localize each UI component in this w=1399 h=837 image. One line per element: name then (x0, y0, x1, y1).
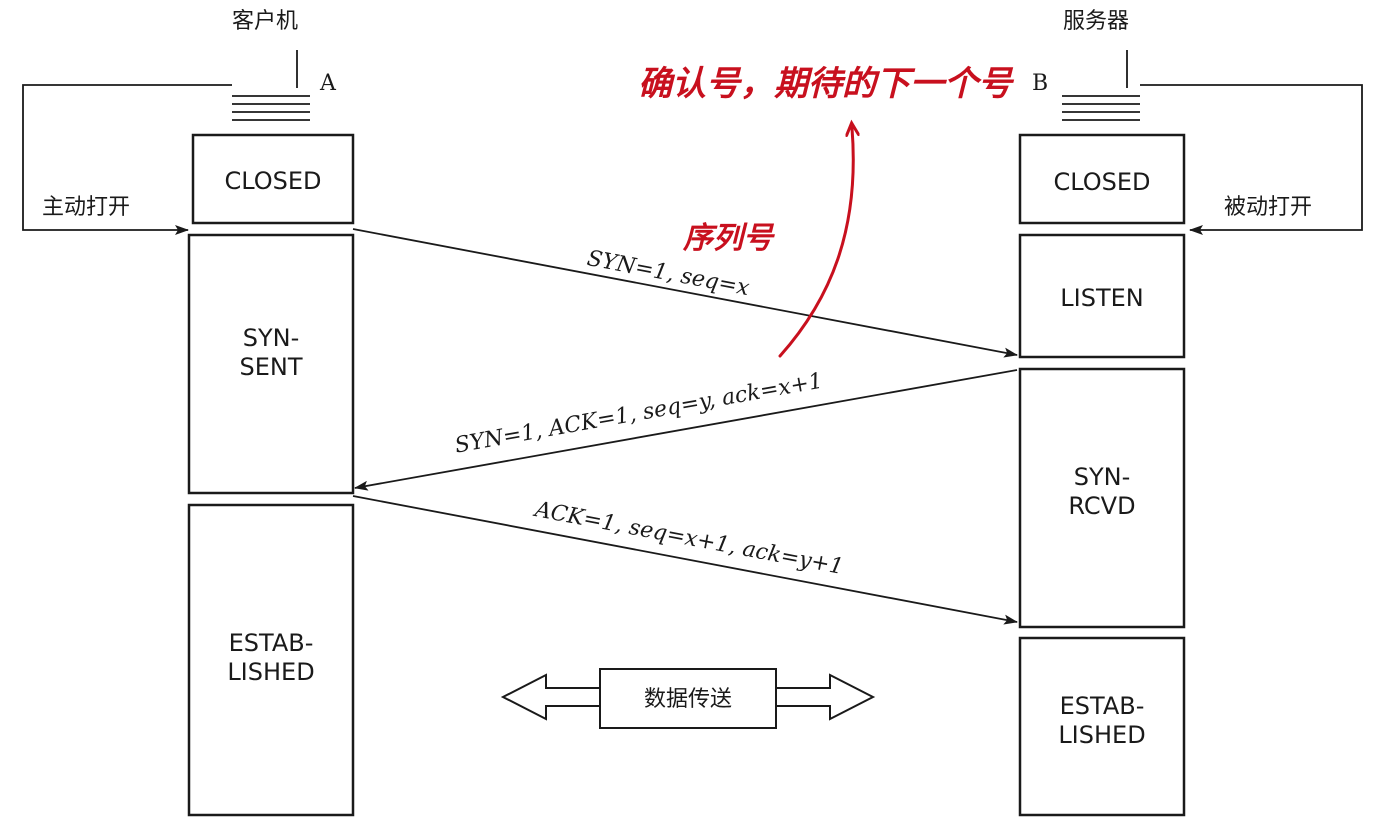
server-state-syn-rcvd-box (1018, 367, 1186, 629)
message-arrow-syn (352, 228, 1018, 358)
active-open-label: 主动打开 (42, 195, 130, 220)
annotation-pointer-arrow (778, 128, 853, 358)
client-state-established-box (187, 503, 355, 817)
ack-number-annotation: 确认号，期待的下一个号 (638, 64, 1015, 104)
client-title: 客户机 (232, 9, 298, 34)
passive-open-arrow (1140, 84, 1363, 235)
data-transfer-arrow (500, 668, 876, 729)
server-state-listen: LISTEN (1060, 284, 1143, 312)
server-state-closed: CLOSED (1053, 168, 1150, 196)
seq-number-annotation: 序列号 (682, 221, 775, 256)
client-state-syn-sent: SYN-SENT (239, 324, 302, 381)
server-state-closed-box (1018, 133, 1186, 225)
server-letter: B (1032, 71, 1048, 96)
client-host-icon (232, 50, 310, 121)
server-state-established-box (1018, 636, 1186, 817)
active-open-arrow (22, 84, 232, 235)
passive-open-label: 被动打开 (1224, 195, 1312, 220)
server-host-icon (1062, 50, 1140, 121)
client-state-closed-box (191, 133, 355, 225)
server-state-listen-box (1018, 233, 1186, 359)
client-state-syn-sent-box (187, 233, 355, 495)
message-arrow-ack (352, 495, 1018, 625)
server-title: 服务器 (1063, 9, 1129, 34)
server-state-syn-rcvd: SYN-RCVD (1068, 463, 1135, 520)
server-state-established: ESTAB-LISHED (1058, 692, 1145, 749)
client-state-closed: CLOSED (224, 167, 321, 195)
client-letter: A (319, 71, 337, 96)
message-arrow-syn-ack (354, 369, 1018, 491)
client-state-established: ESTAB-LISHED (227, 629, 314, 686)
data-transfer-label: 数据传送 (644, 687, 732, 712)
